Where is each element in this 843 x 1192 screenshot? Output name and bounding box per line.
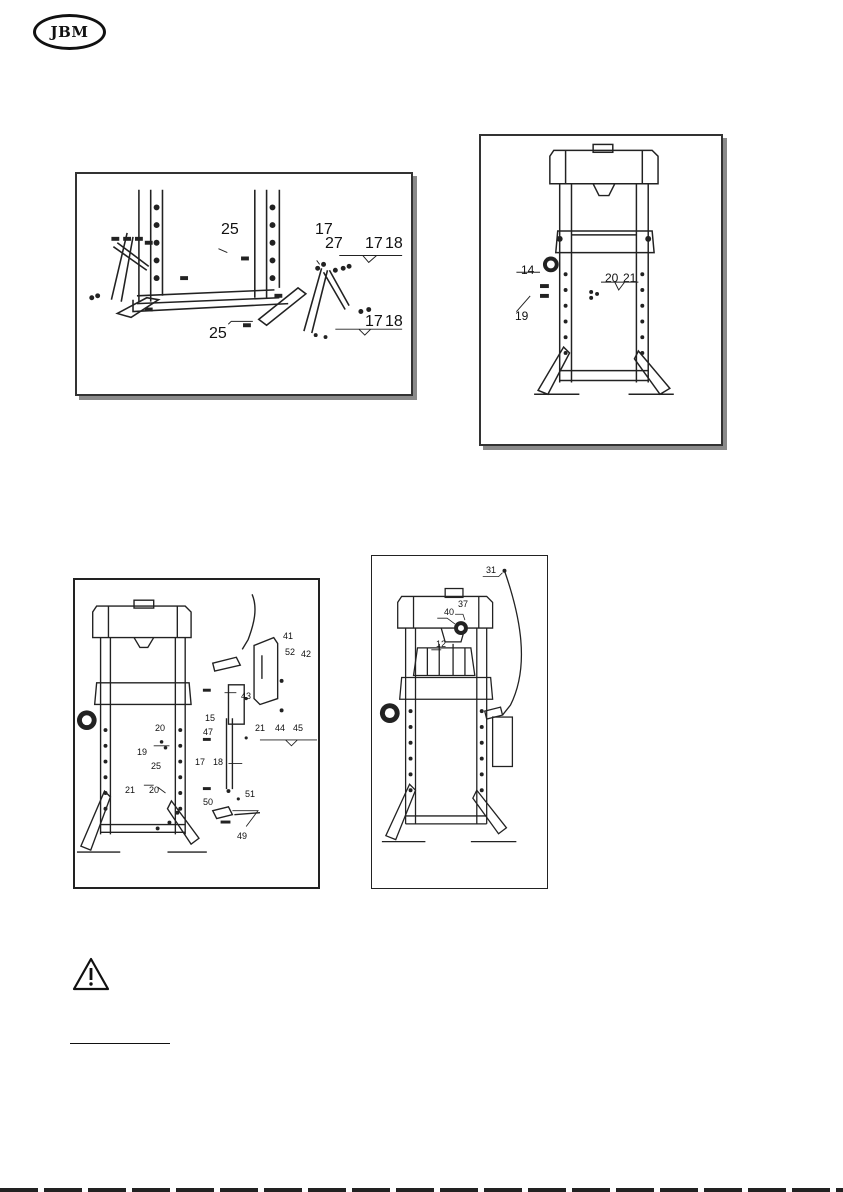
frame-gauge-drawing xyxy=(481,136,721,444)
figure-assembled-press: 31 40 37 12 xyxy=(371,555,548,889)
callout-49: 49 xyxy=(237,832,247,841)
callout-18: 18 xyxy=(213,758,223,767)
callout-45: 45 xyxy=(293,724,303,733)
warning-triangle-icon xyxy=(72,957,110,991)
logo-text: JBM xyxy=(51,23,89,41)
callout-43: 43 xyxy=(241,692,251,701)
callout-41: 41 xyxy=(283,632,293,641)
callout-51: 51 xyxy=(245,790,255,799)
pump-exploded-drawing xyxy=(75,580,318,887)
callout-25: 25 xyxy=(151,762,161,771)
callout-52: 52 xyxy=(285,648,295,657)
callout-21: 21 xyxy=(255,724,265,733)
callout-42: 42 xyxy=(301,650,311,659)
callout-40: 40 xyxy=(444,608,454,617)
callout-19: 19 xyxy=(137,748,147,757)
callout-21: 21 xyxy=(623,272,636,284)
callout-27: 27 xyxy=(325,236,343,252)
callout-20: 20 xyxy=(605,272,618,284)
callout-17: 17 xyxy=(365,236,383,252)
callout-18: 18 xyxy=(385,236,403,252)
callout-14: 14 xyxy=(521,264,534,276)
callout-50: 50 xyxy=(203,798,213,807)
figure-frame-gauge: 14 20 21 19 xyxy=(479,134,723,446)
section-underline xyxy=(70,1043,170,1044)
callout-12: 12 xyxy=(436,640,446,649)
callout-18: 18 xyxy=(385,314,403,330)
callout-47: 47 xyxy=(203,728,213,737)
callout-25: 25 xyxy=(209,326,227,342)
base-assembly-drawing xyxy=(77,174,411,394)
callout-15: 15 xyxy=(205,714,215,723)
callout-19: 19 xyxy=(515,310,528,322)
jbm-logo: JBM xyxy=(33,14,106,50)
callout-37: 37 xyxy=(458,600,468,609)
figure-pump-exploded: 41 52 42 43 20 15 47 21 44 45 19 25 17 1… xyxy=(73,578,320,889)
footer-dashed-rule xyxy=(0,1188,843,1192)
callout-17: 17 xyxy=(195,758,205,767)
callout-20: 20 xyxy=(149,786,159,795)
callout-31: 31 xyxy=(486,566,496,575)
callout-25: 25 xyxy=(221,222,239,238)
callout-17: 17 xyxy=(365,314,383,330)
callout-21: 21 xyxy=(125,786,135,795)
figure-base-assembly: 25 17 27 17 18 25 17 18 xyxy=(75,172,413,396)
callout-20: 20 xyxy=(155,724,165,733)
callout-44: 44 xyxy=(275,724,285,733)
